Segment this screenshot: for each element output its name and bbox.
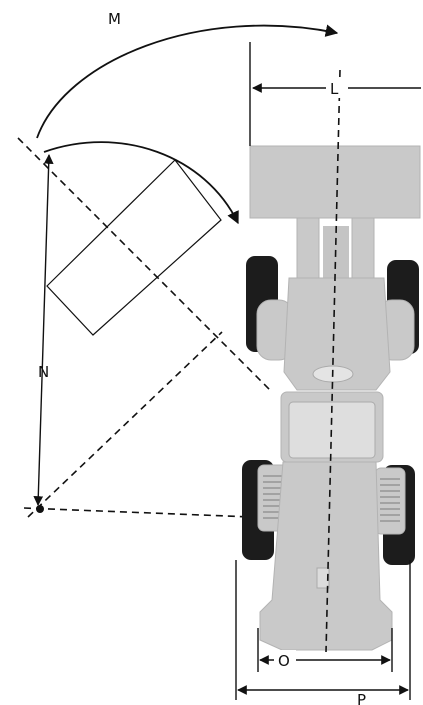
rear-right-fender [374,467,406,535]
dimension-labels: M L N O P [38,10,374,705]
radius-line-n [33,154,54,506]
bucket [249,145,421,219]
label-n: N [38,363,49,381]
engine-counterweight [259,461,393,651]
wheel-loader-top-view [242,69,421,653]
lift-arm-right [351,217,375,281]
front-frame [283,277,391,391]
vehicle-centerline [325,69,341,653]
exhaust-stack [316,567,330,589]
label-o: O [278,652,290,670]
label-m: M [108,10,121,28]
rotated-bucket-outline [46,159,222,336]
turning-geometry [17,24,339,518]
lift-arm-left [296,217,320,281]
diagonal-dashed-line-2 [27,331,223,518]
rear-right-grille [380,478,400,522]
label-l: L [330,80,339,98]
outer-sweep-arc [36,24,339,139]
diagonal-dashed-line-1 [17,137,273,393]
turning-center-point [36,505,44,513]
label-p: P [357,691,366,705]
horizontal-dashed-line [23,507,253,518]
inner-sweep-arc [43,141,239,225]
